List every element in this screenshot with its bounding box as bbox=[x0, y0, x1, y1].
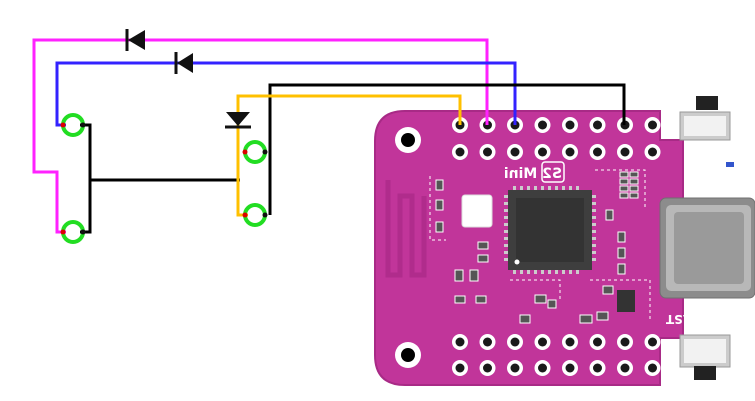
switch-contacts bbox=[60, 113, 268, 244]
wire-magenta bbox=[32, 38, 489, 234]
model-label: S2 Mini bbox=[504, 166, 562, 182]
header-row-bottom-1 bbox=[452, 334, 661, 350]
s2-mini-board: S2 Mini bbox=[374, 96, 755, 386]
wire-yellow bbox=[236, 94, 462, 217]
header-pad bbox=[589, 334, 606, 350]
switch-contact bbox=[60, 113, 86, 137]
diode-yellow bbox=[225, 112, 251, 129]
header-pad bbox=[534, 334, 551, 350]
header-pad bbox=[644, 360, 661, 376]
header-pad bbox=[562, 144, 578, 160]
wire-black-main bbox=[268, 83, 626, 215]
header-pad bbox=[534, 360, 551, 376]
header-pad bbox=[589, 117, 606, 133]
header-row-bottom-2 bbox=[452, 360, 661, 376]
header-pad bbox=[452, 360, 468, 376]
header-pad bbox=[479, 334, 496, 350]
header-pad bbox=[507, 360, 523, 376]
header-pad bbox=[617, 360, 633, 376]
rf-module bbox=[461, 194, 493, 228]
switch-contact bbox=[242, 140, 268, 164]
header-pad bbox=[589, 360, 606, 376]
esp32-s2-chip bbox=[504, 186, 596, 274]
model-label-box bbox=[541, 161, 565, 183]
antenna-trace bbox=[385, 180, 427, 278]
switch-contact bbox=[60, 220, 86, 244]
header-pad bbox=[534, 117, 551, 133]
header-pad bbox=[507, 334, 523, 350]
header-pad bbox=[452, 334, 468, 350]
header-pad bbox=[617, 334, 633, 350]
header-pad bbox=[562, 360, 578, 376]
header-pad bbox=[507, 144, 523, 160]
header-pad bbox=[562, 334, 578, 350]
header-pad bbox=[644, 334, 661, 350]
led-blue bbox=[726, 162, 734, 167]
reset-button-label: RST bbox=[665, 312, 692, 326]
header-row-top-2 bbox=[452, 144, 661, 160]
diode-blue bbox=[174, 52, 193, 74]
pin-15-label: 15 bbox=[697, 176, 710, 191]
diode-magenta bbox=[125, 29, 145, 51]
switch-contact bbox=[242, 203, 268, 227]
usb-c-connector bbox=[659, 197, 755, 299]
header-pad bbox=[562, 117, 578, 133]
header-pad bbox=[534, 144, 551, 160]
boot-button[interactable] bbox=[679, 96, 731, 141]
header-pad bbox=[617, 144, 633, 160]
smd-components bbox=[435, 171, 639, 324]
boot-button-label: 0 bbox=[702, 152, 715, 160]
silk-outlines bbox=[429, 169, 651, 320]
wire-black-switch bbox=[80, 123, 240, 234]
header-pad bbox=[479, 360, 496, 376]
voltage-regulator bbox=[617, 290, 635, 312]
reset-button[interactable] bbox=[679, 334, 731, 380]
header-pad bbox=[644, 144, 661, 160]
header-pad bbox=[644, 117, 661, 133]
header-pad bbox=[452, 144, 468, 160]
header-pad bbox=[589, 144, 606, 160]
header-pad bbox=[479, 144, 496, 160]
